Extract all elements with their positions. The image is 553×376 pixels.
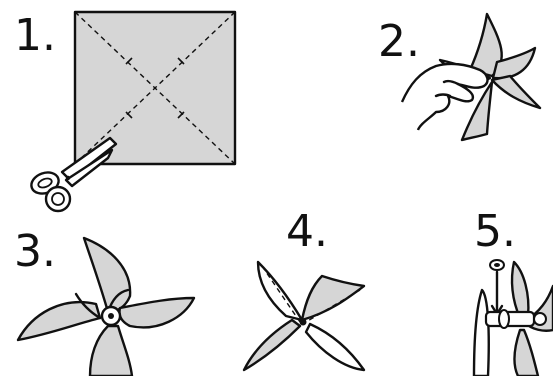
pin-icon — [492, 272, 502, 314]
pin-head — [534, 313, 546, 325]
pin-head — [108, 313, 114, 319]
blade — [306, 324, 364, 370]
step-1-number: 1. — [14, 10, 56, 61]
blade — [84, 238, 130, 312]
step-4: 4. — [244, 206, 364, 370]
step-1: 1. — [14, 10, 235, 211]
blade — [119, 298, 194, 327]
blade — [302, 276, 364, 320]
bead-icon — [490, 260, 504, 270]
step-2: 2. — [378, 14, 540, 140]
step-5-number: 5. — [474, 206, 516, 257]
bead — [499, 310, 509, 328]
step-2-number: 2. — [378, 16, 420, 67]
step-5: 5. — [474, 206, 553, 376]
blade — [512, 262, 528, 318]
blade — [90, 326, 132, 376]
paper-flap — [492, 76, 540, 108]
center-pin — [300, 319, 307, 326]
blade — [244, 320, 300, 370]
stick-icon — [474, 290, 489, 376]
step-3-number: 3. — [14, 226, 56, 277]
scissors-icon — [28, 138, 116, 211]
step-4-number: 4. — [286, 206, 328, 257]
blade — [258, 262, 302, 320]
blade — [514, 330, 538, 376]
step-3: 3. — [14, 226, 194, 376]
pinwheel — [244, 262, 364, 370]
